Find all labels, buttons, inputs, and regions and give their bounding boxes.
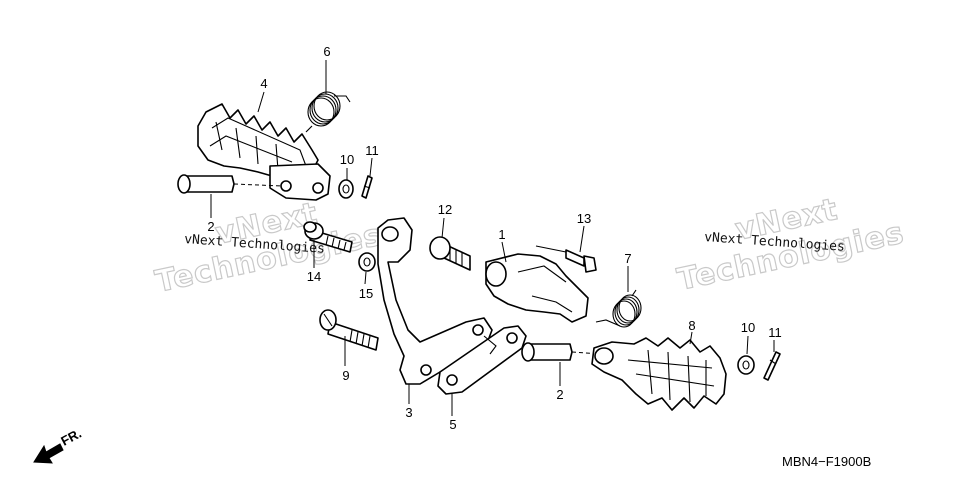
leader-lines [210, 60, 775, 416]
bracket-3 [377, 217, 493, 385]
cotter-pin-upper [361, 175, 373, 199]
diagram-code: MBN4−F1900B [782, 454, 871, 469]
cotter-pin-lower [763, 351, 781, 381]
callouts: 4 6 10 11 2 14 15 12 1 13 7 9 3 5 2 8 10… [207, 44, 781, 432]
front-arrow-icon [33, 443, 64, 464]
stud-bolt-12 [429, 236, 471, 271]
washer-upper [338, 179, 354, 199]
washer-15 [358, 252, 376, 272]
front-direction-label: FR. [58, 426, 84, 449]
pin-lower [521, 342, 601, 362]
pivot-holder-1 [485, 245, 589, 323]
callout-10-upper: 10 [340, 152, 354, 167]
spring-left [305, 91, 351, 133]
callout-4: 4 [260, 76, 267, 91]
callout-9: 9 [342, 368, 349, 383]
footpeg-left [197, 103, 331, 201]
callout-2-lower: 2 [556, 387, 563, 402]
front-direction-indicator: FR. [33, 426, 84, 464]
callout-14: 14 [307, 269, 321, 284]
callout-11-lower: 11 [768, 325, 782, 340]
callout-1: 1 [498, 227, 505, 242]
callout-3: 3 [405, 405, 412, 420]
pin-upper [177, 174, 283, 194]
callout-15: 15 [359, 286, 373, 301]
washer-lower [737, 355, 755, 375]
flange-bolt [303, 221, 353, 253]
callout-5: 5 [449, 417, 456, 432]
callout-6: 6 [323, 44, 330, 59]
bolt-9 [319, 309, 379, 351]
callout-12: 12 [438, 202, 452, 217]
callout-8: 8 [688, 318, 695, 333]
callout-7: 7 [624, 251, 631, 266]
spring-right [595, 289, 642, 328]
bolt-13 [565, 249, 597, 273]
callout-10-lower: 10 [741, 320, 755, 335]
watermark-right: vNext Technologies vNext Technologies [674, 191, 908, 298]
callout-2-upper: 2 [207, 219, 214, 234]
callout-11-upper: 11 [365, 143, 379, 158]
callout-13: 13 [577, 211, 591, 226]
footpeg-right [591, 337, 727, 411]
